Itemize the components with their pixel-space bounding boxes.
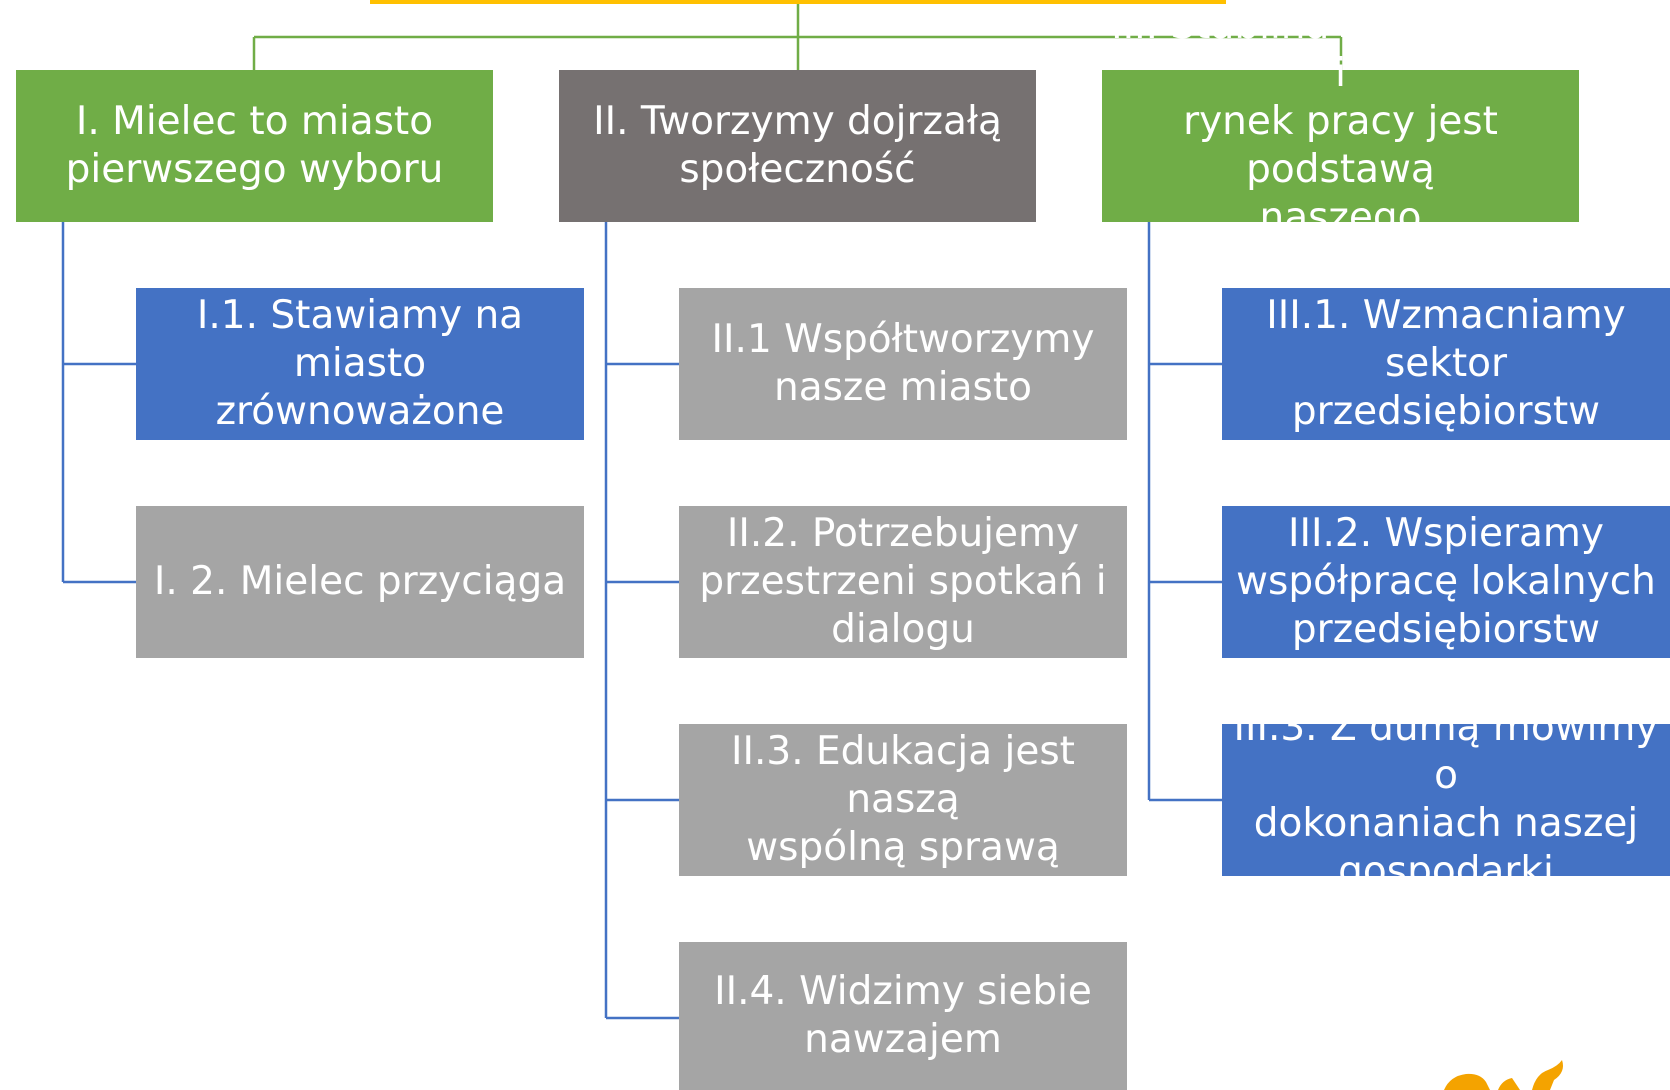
goal-3-3-box: III.3. Z dumą mówimy o dokonaniach nasze… <box>1222 705 1670 894</box>
pillar-3-box: III. Stabilna gospodarka i rynek pracy j… <box>1102 3 1579 288</box>
pillar-1-connectors <box>61 222 136 584</box>
root-box-bottom-edge <box>370 0 1226 4</box>
pillar-2-box: II. Tworzymy dojrzałą społeczność <box>559 70 1036 222</box>
pillar-1-box: I. Mielec to miasto pierwszego wyboru <box>16 70 493 222</box>
goal-2-4-box: II.4. Widzimy siebie nawzajem <box>679 942 1127 1090</box>
logo-fragment-icon <box>1444 1060 1563 1090</box>
root-connectors <box>252 4 1343 70</box>
goal-1-1-box: I.1. Stawiamy na miasto zrównoważone <box>136 288 584 440</box>
pillar-2-connectors <box>604 222 679 1020</box>
goal-2-2-box: II.2. Potrzebujemy przestrzeni spotkań i… <box>679 506 1127 658</box>
goal-3-2-box: III.2. Wspieramy współpracę lokalnych pr… <box>1222 506 1670 658</box>
goal-2-1-box: II.1 Współtworzymy nasze miasto <box>679 288 1127 440</box>
goal-1-2-box: I. 2. Mielec przyciąga <box>136 506 584 658</box>
goal-2-3-box: II.3. Edukacja jest naszą wspólną sprawą <box>679 724 1127 876</box>
pillar-3-connectors <box>1147 222 1222 802</box>
goal-3-1-box: III.1. Wzmacniamy sektor przedsiębiorstw <box>1222 288 1670 440</box>
